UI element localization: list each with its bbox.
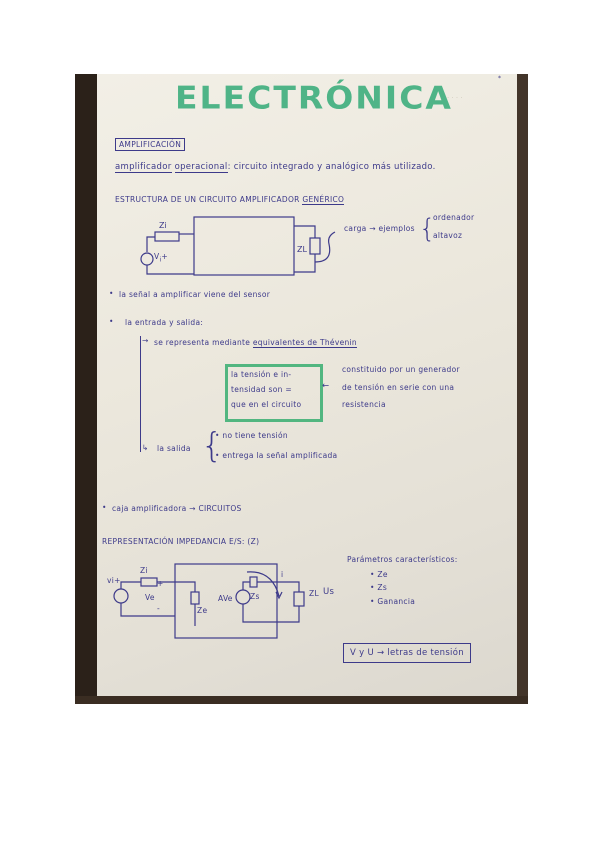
- page-title: ELECTRÓNICA: [175, 78, 453, 117]
- bracket-line: [140, 336, 141, 452]
- structure-heading-emphasis: GENÉRICO: [302, 195, 345, 205]
- page-marker: *: [498, 75, 501, 82]
- brace: {: [419, 214, 436, 244]
- example-altavoz: altavoz: [433, 231, 463, 240]
- voltage-letters-note: V y U → letras de tensión: [343, 643, 471, 663]
- explanation-line-2: de tensión en serie con una: [342, 383, 455, 392]
- parameter-ze: • Ze: [370, 570, 388, 579]
- vi-label: vi+: [107, 576, 121, 585]
- brace: {: [201, 426, 223, 466]
- background-edge: [75, 696, 528, 704]
- arrow-icon: →: [142, 336, 149, 345]
- impedance-heading: REPRESENTACIÓN IMPEDANCIA E/S: (Z): [102, 537, 260, 546]
- zl-label: ZL: [309, 589, 319, 598]
- structure-heading: ESTRUCTURA DE UN CIRCUITO AMPLIFICADOR G…: [115, 195, 345, 205]
- load-note: carga → ejemplos: [344, 224, 415, 233]
- notebook-photo: * ELECTRÓNICA AMPLIFICACIÓN amplificador…: [75, 74, 528, 704]
- thevenin-line: se representa mediante equivalentes de T…: [154, 338, 357, 348]
- us-label: Us: [323, 587, 335, 597]
- bullet-dot: •: [102, 503, 107, 512]
- definition-text: : circuito integrado y analógico más uti…: [227, 162, 436, 172]
- section-heading: AMPLIFICACIÓN: [115, 138, 186, 151]
- bullet-amplifier-box: caja amplificadora → CIRCUITOS: [112, 504, 242, 513]
- output-item-1: • no tiene tensión: [215, 431, 288, 440]
- explanation-line-3: resistencia: [342, 400, 386, 409]
- thevenin-emphasis: equivalentes de Thévenin: [252, 338, 357, 348]
- parameter-zs: • Zs: [370, 583, 388, 592]
- left-arrow-icon: ←: [322, 381, 330, 391]
- parameter-ganancia: • Ganancia: [370, 597, 416, 606]
- arrow-icon: ↳: [142, 443, 149, 452]
- background-edge: [517, 74, 528, 704]
- impedance-circuit-diagram: [113, 563, 305, 639]
- ve-label: Ve: [145, 593, 155, 602]
- definition-line: amplificador operacional: circuito integ…: [115, 162, 436, 173]
- ze-label: Ze: [197, 606, 208, 615]
- structure-heading-text: ESTRUCTURA DE UN CIRCUITO AMPLIFICADOR: [115, 195, 300, 204]
- bullet-dot: •: [109, 289, 114, 298]
- plus-label: +: [157, 579, 164, 588]
- explanation-line-1: constituido por un generador: [342, 365, 460, 374]
- dependent-source-label: AVe: [218, 594, 233, 603]
- zl-label: ZL: [297, 245, 307, 254]
- example-ordenador: ordenador: [433, 213, 475, 222]
- bullet-dot: •: [109, 317, 114, 326]
- current-label: i: [281, 570, 284, 579]
- output-label: la salida: [157, 444, 191, 453]
- bullet-input-output: la entrada y salida:: [125, 318, 204, 327]
- term-amplificador: amplificador: [115, 162, 172, 173]
- bullet-signal-source: la señal a amplificar viene del sensor: [119, 290, 271, 299]
- zs-label: Zs: [250, 592, 260, 601]
- thevenin-text: se representa mediante: [154, 338, 251, 347]
- highlight-line-3: que en el circuito: [231, 400, 302, 409]
- parameters-heading: Parámetros característicos:: [347, 555, 458, 564]
- zi-label: Zi: [140, 566, 148, 575]
- highlight-line-2: tensidad son =: [231, 385, 292, 394]
- minus-label: -: [157, 604, 161, 613]
- highlight-box: [225, 364, 323, 422]
- source-label: Vi+: [154, 252, 168, 264]
- output-item-2: • entrega la señal amplificada: [215, 451, 338, 460]
- notebook-page: * ELECTRÓNICA AMPLIFICACIÓN amplificador…: [97, 74, 517, 696]
- zi-label: Zi: [159, 221, 167, 230]
- highlight-line-1: la tensión e in-: [231, 370, 292, 379]
- term-operacional: operacional: [174, 162, 228, 173]
- generic-amplifier-circuit-diagram: Zi ZL: [140, 216, 336, 276]
- bleed-through-text: · · · ·: [447, 94, 463, 102]
